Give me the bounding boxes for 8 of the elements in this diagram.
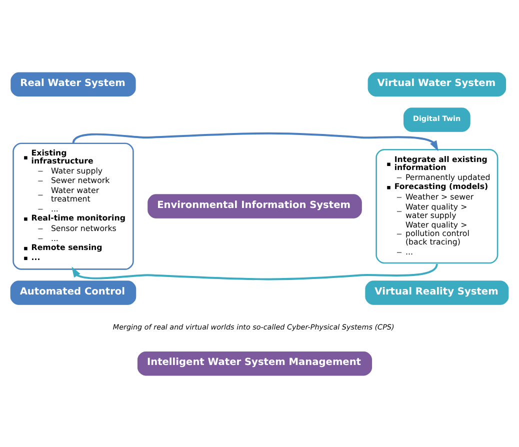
node-box: Virtual Water System — [368, 72, 506, 96]
node-box: Virtual Reality System — [365, 280, 509, 304]
node-box: Real Water System — [10, 72, 136, 96]
node-box: Environmental Information System — [148, 194, 362, 218]
node-box: Automated Control — [10, 280, 136, 304]
arrow — [72, 132, 438, 151]
node-box: Intelligent Water System Management — [137, 350, 372, 376]
arrow — [72, 263, 438, 280]
